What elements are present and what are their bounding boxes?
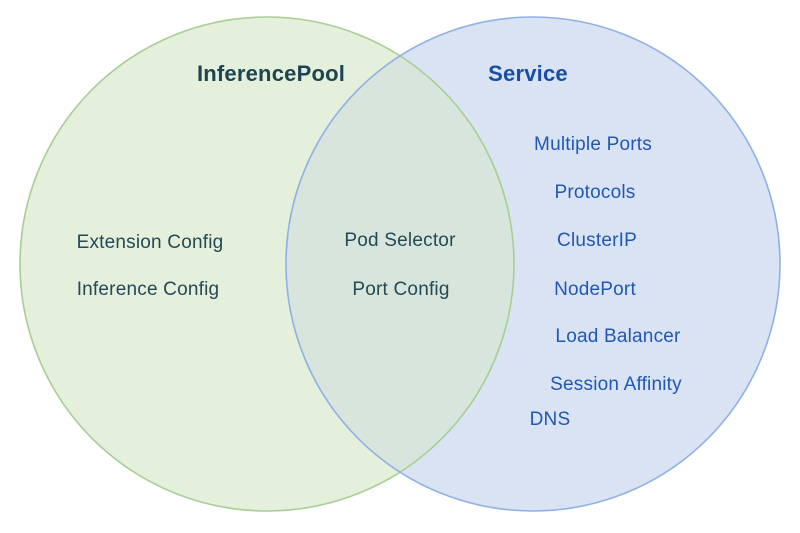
right-item-multiple-ports: Multiple Ports bbox=[534, 134, 652, 155]
overlap-region bbox=[286, 17, 514, 511]
left-circle-outline bbox=[19, 16, 515, 512]
right-set-title: Service bbox=[488, 61, 568, 86]
right-item-protocols: Protocols bbox=[554, 182, 636, 203]
left-item-inference-config: Inference Config bbox=[76, 279, 220, 300]
right-item-session-affinity: Session Affinity bbox=[550, 374, 682, 395]
left-item-extension-config: Extension Config bbox=[76, 232, 224, 253]
right-item-load-balancer: Load Balancer bbox=[555, 326, 681, 347]
overlap-item-port-config: Port Config bbox=[352, 279, 450, 300]
right-circle-outline bbox=[285, 16, 781, 512]
overlap-item-pod-selector: Pod Selector bbox=[344, 230, 456, 251]
left-set-title: InferencePool bbox=[196, 61, 346, 86]
right-item-dns: DNS bbox=[529, 409, 571, 430]
right-item-clusterip: ClusterIP bbox=[557, 230, 637, 251]
right-item-nodeport: NodePort bbox=[554, 279, 636, 300]
